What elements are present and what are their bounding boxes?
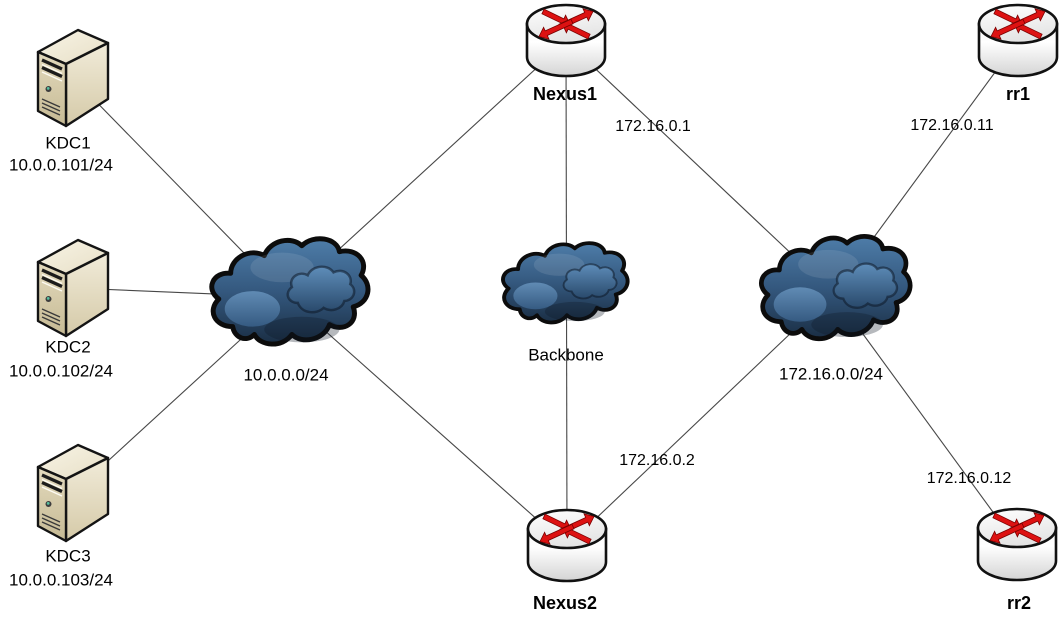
edge-rr1-net-wan bbox=[832, 40, 1019, 294]
edge-net-lan-nexus2 bbox=[286, 296, 568, 547]
edge-kdc1-net-lan bbox=[72, 77, 288, 298]
edge-nexus2-net-wan bbox=[566, 292, 834, 547]
edge-net-lan-nexus1 bbox=[286, 40, 567, 298]
edge-rr2-net-wan bbox=[832, 292, 1018, 546]
edge-kdc2-net-lan bbox=[72, 287, 288, 298]
edge-nexus1-nexus2 bbox=[565, 40, 568, 547]
edge-nexus1-net-wan bbox=[565, 40, 834, 294]
edge-kdc3-net-lan bbox=[72, 296, 288, 494]
